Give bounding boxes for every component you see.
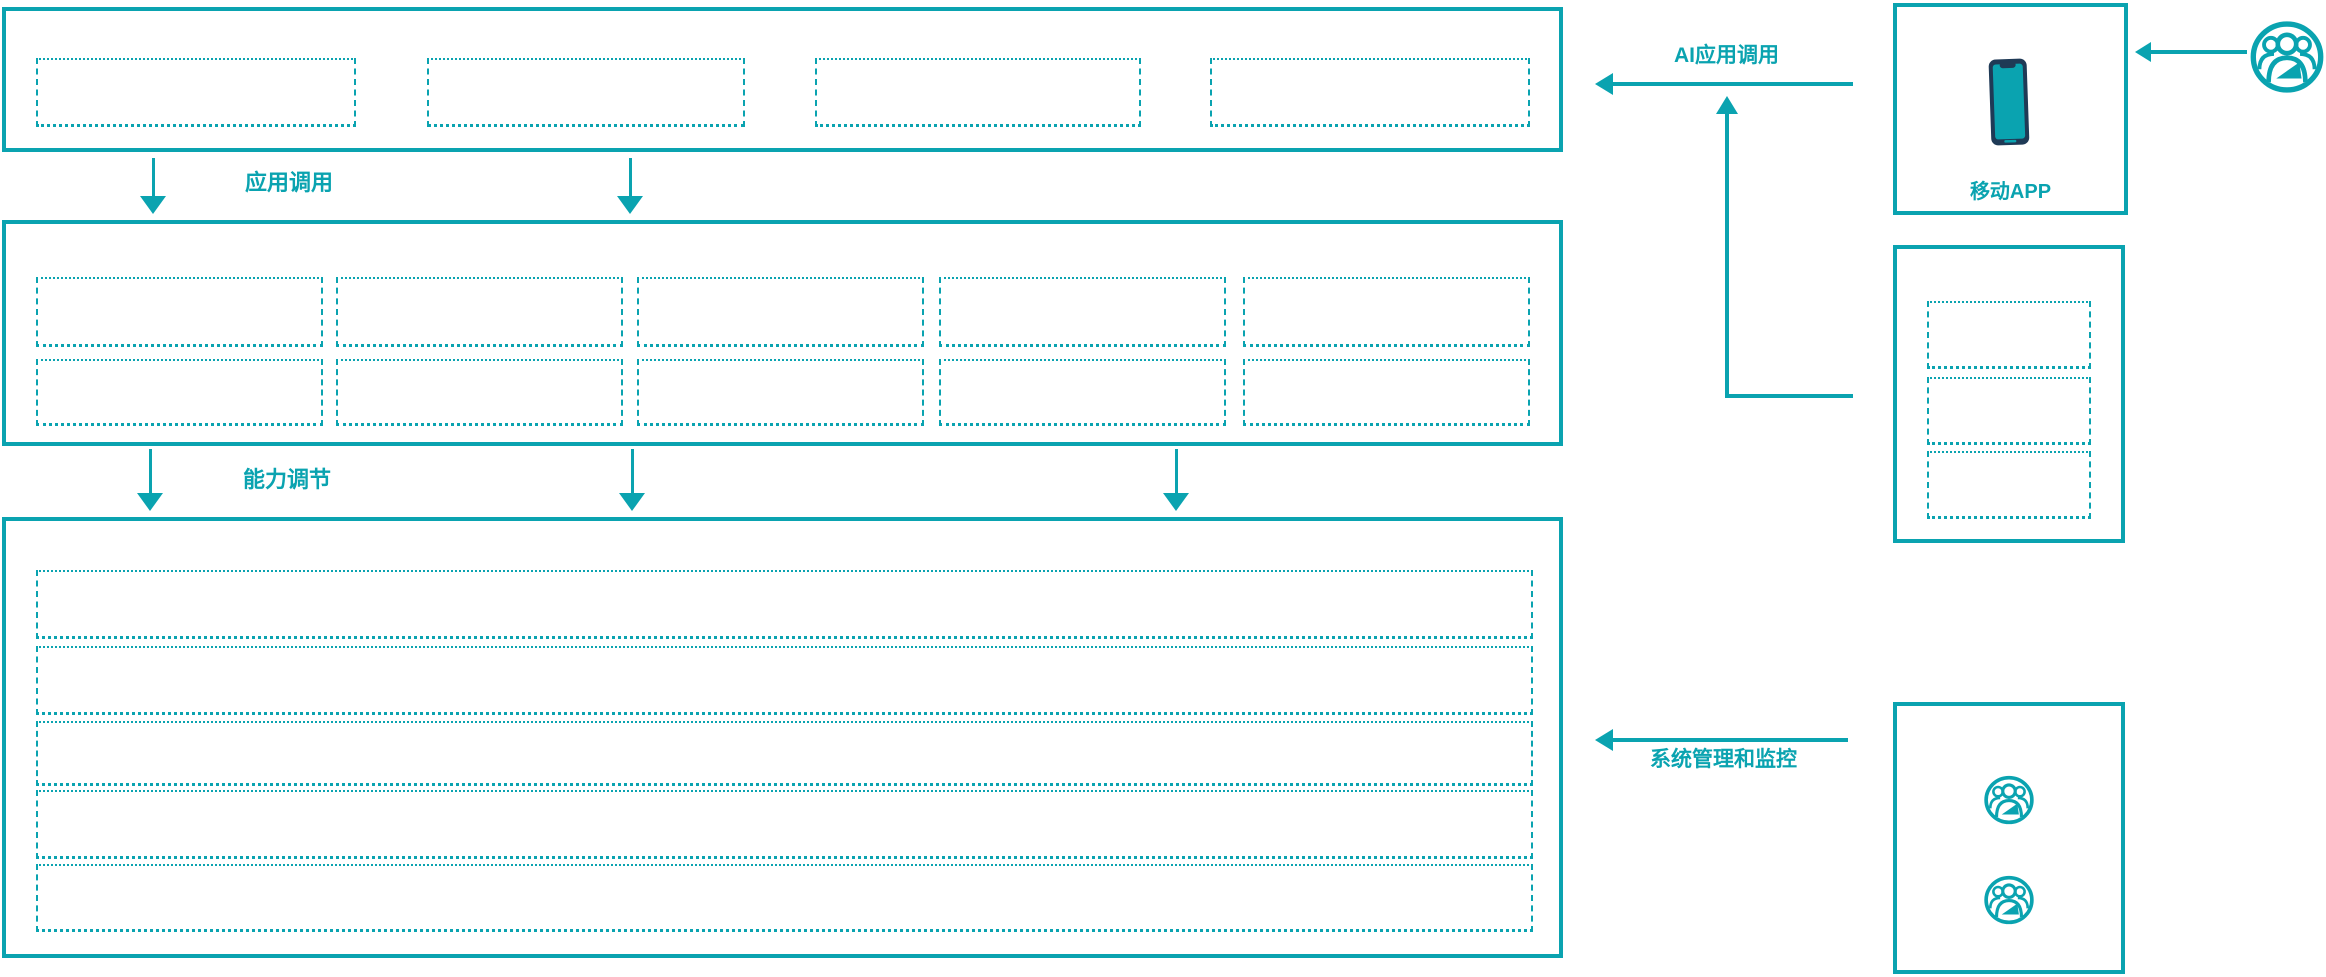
application-placeholder-box bbox=[427, 58, 745, 127]
arrow-down-icon bbox=[140, 196, 166, 214]
arrow-down-icon bbox=[617, 196, 643, 214]
arrow-up-icon bbox=[1716, 96, 1738, 114]
application-placeholder-box bbox=[1210, 58, 1530, 127]
capability-placeholder-box bbox=[637, 277, 924, 347]
arrow-down-icon bbox=[1163, 493, 1189, 511]
platform-placeholder-row bbox=[36, 721, 1533, 786]
arrow-down-icon bbox=[137, 493, 163, 511]
capability-placeholder-box bbox=[1243, 359, 1530, 426]
gateway-connector-horizontal bbox=[1725, 394, 1853, 398]
capability-placeholder-box bbox=[336, 277, 623, 347]
gateway-placeholder-box bbox=[1927, 301, 2091, 369]
capability-placeholder-box bbox=[36, 277, 323, 347]
application-placeholder-box bbox=[815, 58, 1141, 127]
gateway-placeholder-box bbox=[1927, 451, 2091, 519]
arrow-down-icon bbox=[619, 493, 645, 511]
end-user-arrow bbox=[2135, 42, 2247, 62]
gateway-placeholder-box bbox=[1927, 377, 2091, 445]
arrow-line bbox=[628, 158, 632, 196]
user-group-icon bbox=[1983, 875, 2035, 925]
capability-placeholder-box bbox=[637, 359, 924, 426]
capability-placeholder-box bbox=[336, 359, 623, 426]
capability-layer-box bbox=[2, 220, 1563, 446]
mobile-app-label: 移动APP bbox=[1969, 181, 2052, 203]
arrow-line bbox=[151, 158, 155, 196]
capability-arrow-3 bbox=[1163, 449, 1189, 511]
system-monitor-arrow bbox=[1595, 729, 1848, 751]
ai-app-call-arrow bbox=[1595, 73, 1853, 95]
app-call-arrow-right bbox=[617, 158, 643, 214]
arrow-line bbox=[2151, 50, 2247, 54]
platform-placeholder-row bbox=[36, 570, 1533, 639]
app-call-arrow-left bbox=[140, 158, 166, 214]
arrow-line bbox=[1613, 738, 1848, 742]
platform-placeholder-row bbox=[36, 646, 1533, 715]
capability-placeholder-box bbox=[939, 277, 1226, 347]
gateway-panel-box bbox=[1893, 245, 2125, 543]
arrow-line bbox=[630, 449, 634, 493]
application-layer-box bbox=[2, 7, 1563, 152]
arrow-left-icon bbox=[1595, 73, 1613, 95]
capability-placeholder-box bbox=[939, 359, 1226, 426]
arrow-line bbox=[1174, 449, 1178, 493]
system-monitor-label: 系统管理和监控 bbox=[1650, 748, 1797, 771]
smartphone-icon bbox=[1988, 57, 2032, 149]
platform-layer-box bbox=[2, 517, 1563, 958]
capability-placeholder-box bbox=[36, 359, 323, 426]
user-group-icon bbox=[1983, 775, 2035, 825]
arrow-left-icon bbox=[2135, 42, 2151, 62]
capability-arrow-1 bbox=[137, 449, 163, 511]
arrow-left-icon bbox=[1595, 729, 1613, 751]
capability-adjust-label: 能力调节 bbox=[243, 467, 332, 492]
arrow-line bbox=[1613, 82, 1853, 86]
capability-arrow-2 bbox=[619, 449, 645, 511]
user-group-icon bbox=[2248, 21, 2326, 93]
mobile-app-box: 移动APP bbox=[1893, 3, 2128, 215]
capability-placeholder-box bbox=[1243, 277, 1530, 347]
ai-app-call-label: AI应用调用 bbox=[1674, 44, 1779, 67]
gateway-connector-vertical bbox=[1725, 113, 1729, 396]
platform-placeholder-row bbox=[36, 790, 1533, 859]
admin-panel-box bbox=[1893, 702, 2125, 974]
platform-placeholder-row bbox=[36, 864, 1533, 932]
arrow-line bbox=[148, 449, 152, 493]
admin-panel-body bbox=[1897, 706, 2121, 970]
application-placeholder-box bbox=[36, 58, 356, 127]
app-call-label: 应用调用 bbox=[245, 170, 334, 195]
